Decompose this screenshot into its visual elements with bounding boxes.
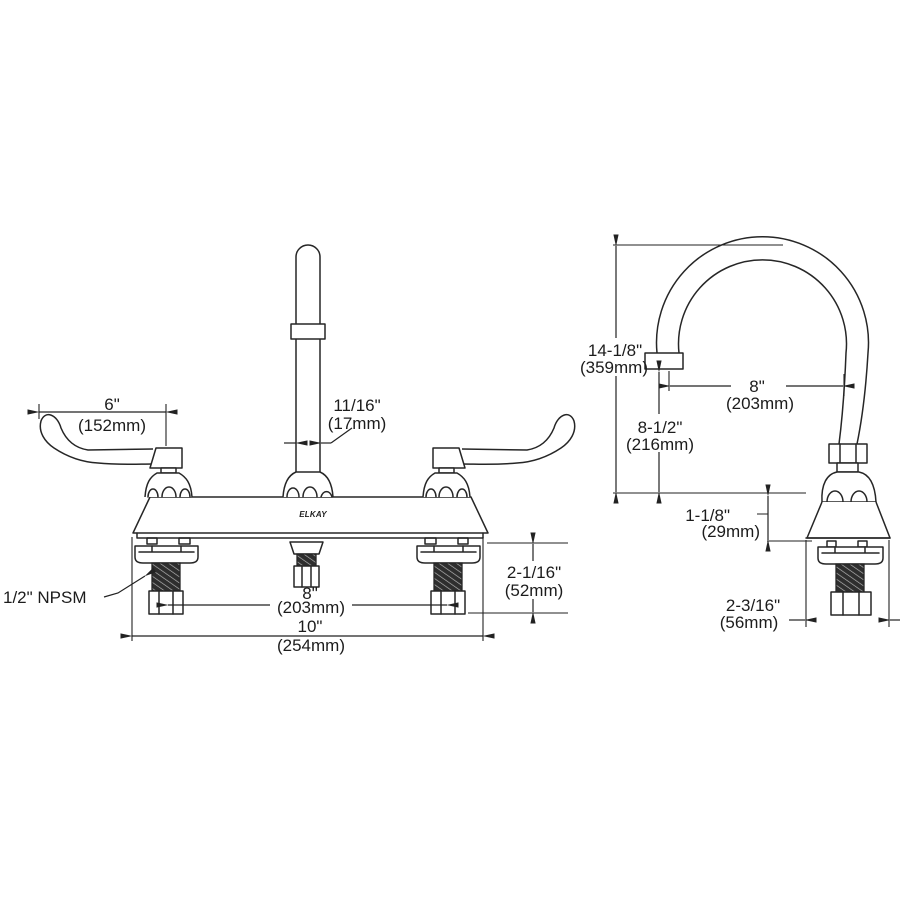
- spout-nut: [828, 443, 868, 464]
- dim-spout-reach-in: 8": [749, 377, 765, 396]
- dim-handle-length-in: 6": [104, 395, 120, 414]
- side-extension-lines: [613, 244, 890, 627]
- side-threaded-shank: [835, 563, 865, 593]
- left-handle-hub: [149, 447, 183, 469]
- deck-base: [132, 496, 489, 545]
- dim-base-height-in: 1-1/8": [685, 506, 730, 525]
- side-lock-nut: [830, 591, 872, 616]
- side-dimensions: 14-1/8" (359mm) 8" (203mm) 8-1/2" (216mm…: [580, 234, 900, 632]
- dim-overall-height-mm: (359mm): [580, 358, 648, 377]
- leader-npsm: [103, 567, 157, 598]
- deck-mount-tabs: [146, 537, 469, 545]
- gooseneck-spout: [644, 235, 870, 445]
- dim-shank-length-in: 2-1/16": [507, 563, 561, 582]
- dim-outlet-height-mm: (216mm): [626, 435, 694, 454]
- left-flange: [134, 545, 199, 564]
- side-flange: [817, 546, 884, 565]
- label-shank-thread: 1/2" NPSM: [3, 588, 87, 607]
- left-handle-blade: [39, 413, 154, 465]
- brand-logo: ELKAY: [299, 510, 327, 519]
- right-escutcheon-scallops: [425, 486, 468, 498]
- dim-spout-dia-in: 11/16": [333, 396, 380, 415]
- body-dome: [821, 471, 877, 503]
- dim-handle-length-mm: (152mm): [78, 416, 146, 435]
- center-shank: [289, 541, 324, 588]
- center-threaded-shank: [296, 553, 317, 567]
- right-shank: [416, 545, 481, 615]
- body-dome-scallops: [826, 490, 868, 503]
- dim-base-width-mm: (254mm): [277, 636, 345, 655]
- front-dimensions: 6" (152mm) 11/16" (17mm) 1/2" NPSM 8" (2…: [3, 395, 568, 655]
- deck-body: [132, 496, 489, 534]
- left-flange-detail: [138, 545, 195, 553]
- spout-escutcheon: [282, 471, 334, 498]
- right-threaded-shank: [433, 562, 463, 592]
- side-view: 14-1/8" (359mm) 8" (203mm) 8-1/2" (216mm…: [580, 234, 900, 632]
- left-threaded-shank: [151, 562, 181, 592]
- right-handle-hub: [432, 447, 466, 469]
- right-handle: [422, 413, 576, 498]
- dim-leader-spout-dia: [330, 427, 353, 444]
- dim-base-width-in: 10": [298, 617, 323, 636]
- dim-base-depth-mm: (56mm): [720, 613, 779, 632]
- right-flange-detail: [420, 545, 477, 553]
- spout-nut-facets: [839, 443, 857, 464]
- side-mount-tabs: [826, 540, 868, 548]
- gooseneck-outer: [655, 235, 870, 445]
- left-escutcheon: [144, 472, 193, 498]
- right-flange: [416, 545, 481, 564]
- body-collar: [836, 462, 859, 473]
- body-cone: [806, 501, 891, 539]
- center-flange: [289, 541, 324, 555]
- front-view: ELKAY 6" (152mm) 11/16" (17mm) 1/2" NPSM…: [3, 244, 576, 655]
- gooseneck-inner: [677, 259, 848, 445]
- right-lock-nut: [430, 590, 466, 615]
- dim-overall-height-in: 14-1/8": [588, 341, 642, 360]
- left-lock-nut: [148, 590, 184, 615]
- center-nut: [293, 565, 320, 588]
- dim-base-height-mm: (29mm): [701, 522, 760, 541]
- dim-shank-length-mm: (52mm): [505, 581, 564, 600]
- spout-aerator: [644, 352, 684, 370]
- dim-base-depth-in: 2-3/16": [726, 596, 780, 615]
- left-handle: [39, 413, 193, 498]
- right-handle-blade: [461, 413, 576, 465]
- dim-centers-in: 8": [302, 584, 318, 603]
- right-escutcheon: [422, 472, 471, 498]
- spout-front: [282, 244, 334, 498]
- left-shank: [134, 545, 199, 615]
- center-nut-facets: [301, 565, 312, 588]
- dim-outlet-height-in: 8-1/2": [638, 418, 683, 437]
- dim-spout-dia-mm: (17mm): [328, 414, 387, 433]
- spout-tube: [295, 244, 321, 472]
- side-flange-detail: [821, 546, 880, 554]
- spout-escutcheon-scallops: [286, 486, 333, 498]
- spout-collar: [290, 323, 326, 340]
- dim-spout-reach-mm: (203mm): [726, 394, 794, 413]
- dim-centers-mm: (203mm): [277, 598, 345, 617]
- side-nut-facets: [842, 591, 860, 616]
- left-escutcheon-scallops: [147, 486, 191, 498]
- side-body: [805, 443, 891, 616]
- deck-bottom-strip: [136, 532, 484, 539]
